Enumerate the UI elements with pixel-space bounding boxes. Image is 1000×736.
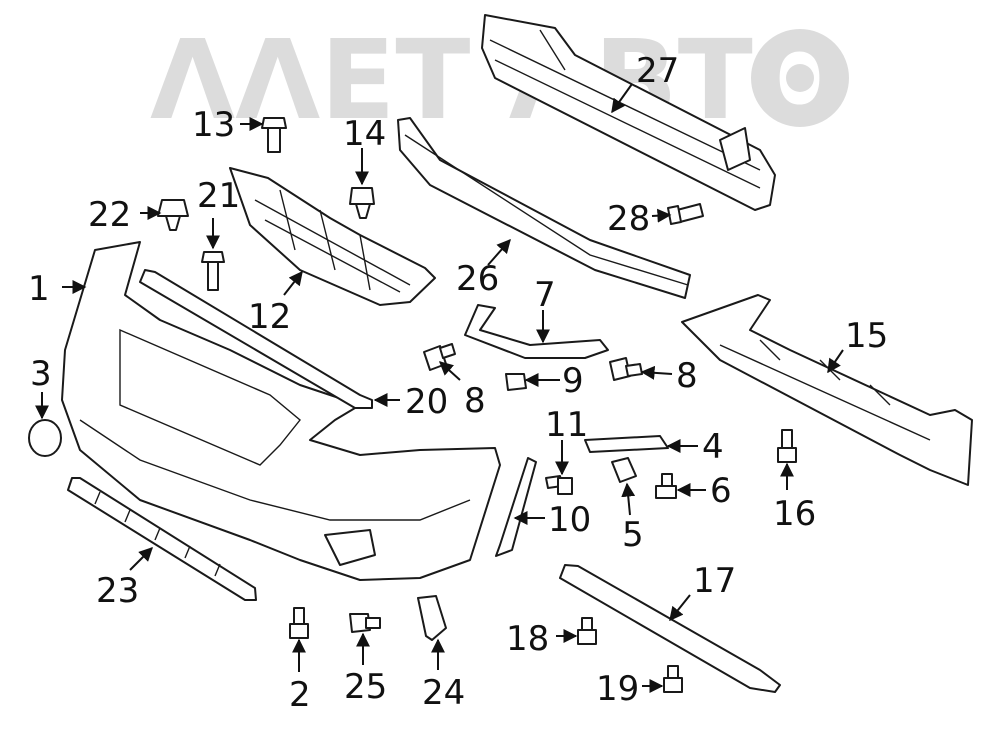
- part-4-bracket: [584, 435, 669, 453]
- part-27-reinforcement-beam: [481, 14, 776, 211]
- callout-6: 6: [710, 471, 732, 511]
- part-23-lower-grille: [67, 477, 257, 601]
- callout-4: 4: [702, 427, 724, 467]
- part-24-bracket: [417, 595, 447, 641]
- callout-24: 24: [422, 673, 465, 713]
- callout-2: 2: [289, 675, 311, 715]
- leader-lines: [35, 83, 844, 693]
- callout-26: 26: [456, 259, 499, 299]
- part-25-bolt: [349, 613, 381, 633]
- callout-5: 5: [622, 515, 644, 555]
- part-6-bolt: [655, 473, 677, 499]
- part-1-bumper-cover: [61, 241, 501, 581]
- callout-18: 18: [506, 619, 549, 659]
- part-13-bolt: [261, 117, 287, 153]
- callout-21: 21: [197, 176, 240, 216]
- callout-16: 16: [773, 494, 816, 534]
- part-7-bracket: [464, 304, 609, 359]
- callout-labels: 1 3 13 22 21 14 12 20 27 26 28 7 8 9 8 1…: [28, 51, 888, 715]
- part-8-bolt-right: [609, 357, 643, 381]
- part-18-bolt: [577, 617, 597, 645]
- part-9-clip: [505, 373, 527, 391]
- part-28-bolt: [667, 203, 704, 225]
- part-22-clip: [157, 199, 189, 231]
- callout-13: 13: [192, 105, 235, 145]
- part-14-clip: [349, 187, 375, 219]
- callout-27: 27: [636, 51, 679, 91]
- callout-23: 23: [96, 571, 139, 611]
- part-15-lower-absorber: [681, 294, 973, 486]
- part-11-bolt: [545, 475, 573, 495]
- part-12-grille-bracket: [229, 167, 436, 306]
- callout-3: 3: [30, 354, 52, 394]
- part-8-bolt-left: [423, 343, 456, 371]
- callout-28: 28: [607, 199, 650, 239]
- part-5-bolt: [611, 457, 637, 483]
- callout-17: 17: [693, 561, 736, 601]
- callout-14: 14: [343, 114, 386, 154]
- callout-10: 10: [548, 500, 591, 540]
- callout-15: 15: [845, 316, 888, 356]
- callout-8-right: 8: [676, 356, 698, 396]
- callout-8-left: 8: [464, 381, 486, 421]
- part-16-bolt: [777, 429, 797, 463]
- callout-20: 20: [405, 382, 448, 422]
- callout-12: 12: [248, 297, 291, 337]
- part-3-cap: [28, 419, 62, 457]
- part-10-side-strip: [495, 457, 537, 557]
- part-26-energy-absorber: [397, 117, 691, 299]
- callout-7: 7: [534, 275, 556, 315]
- part-20-molding-strip: [139, 269, 373, 409]
- callout-9: 9: [562, 361, 584, 401]
- callout-11: 11: [545, 405, 588, 445]
- part-21-bolt: [201, 251, 225, 291]
- part-2-bolt: [289, 607, 309, 639]
- part-19-bolt: [663, 665, 683, 693]
- callout-25: 25: [344, 667, 387, 707]
- part-17-undercover: [559, 564, 781, 693]
- callout-19: 19: [596, 669, 639, 709]
- callout-22: 22: [88, 195, 131, 235]
- callout-1: 1: [28, 269, 50, 309]
